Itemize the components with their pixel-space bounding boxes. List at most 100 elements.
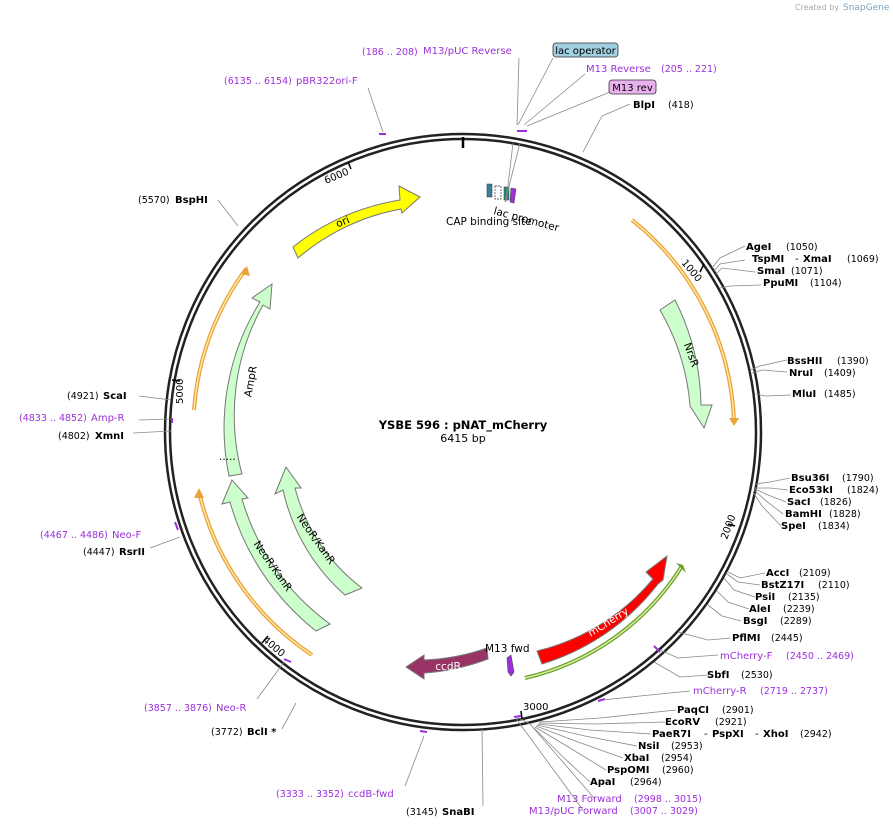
enzyme-pos: (1826) — [820, 497, 852, 508]
brand-snapgene: SnapGene — [843, 3, 890, 13]
enzyme-pos: (1409) — [824, 368, 856, 379]
enzyme-name: MluI — [792, 389, 816, 400]
primer-pos: (2450 .. 2469) — [786, 651, 854, 662]
enzyme-name: PsiI — [755, 592, 775, 603]
enzyme-name: XmaI — [803, 254, 832, 265]
primer-name: mCherry-F — [720, 651, 773, 662]
m13-reverse-pos: (205 .. 221) — [661, 64, 717, 75]
enzyme-name: EcoRV — [665, 717, 700, 728]
enzyme-pos: (2953) — [671, 741, 703, 752]
feature-ori[interactable]: ori — [292, 185, 421, 259]
amp-r-name: Amp-R — [91, 413, 125, 424]
enzyme-name: BssHII — [787, 356, 822, 367]
feature-nrsr[interactable]: NrsR — [659, 299, 713, 430]
feature-ampr-dots: ..... — [219, 451, 236, 463]
primer-pos: (3007 .. 3029) — [630, 806, 698, 817]
scai-name: ScaI — [103, 391, 127, 402]
enzyme-pos: (2109) — [799, 568, 831, 579]
enzyme-name: AleI — [749, 604, 771, 615]
snabi-name: SnaBI — [442, 807, 474, 818]
bsphi-name: BspHI — [175, 195, 208, 206]
enzyme-pos: (1390) — [837, 356, 869, 367]
primer-name: M13 Forward — [557, 794, 622, 805]
feature-ori-label: ori — [334, 214, 351, 230]
enzyme-pos: (1069) — [847, 254, 879, 265]
enzyme-name: SbfI — [707, 670, 729, 681]
enzyme-pos: (2942) — [800, 729, 832, 740]
enzyme-sep: - — [795, 254, 799, 265]
bcli-pos: (3772) — [211, 727, 243, 738]
enzyme-name: BlpI — [633, 100, 655, 111]
orf-arrowhead-left-high — [240, 266, 250, 276]
tick-label-5000: 5000 — [175, 379, 186, 404]
primer-pos: (2998 .. 3015) — [634, 794, 702, 805]
enzyme-name: TspMI — [752, 254, 784, 265]
enzyme-pos: (2921) — [715, 717, 747, 728]
enzyme-name: PpuMI — [763, 278, 798, 289]
m13-rev-tag[interactable]: M13 rev — [608, 79, 657, 95]
enzyme-pos: (418) — [668, 100, 694, 111]
neo-f-name: Neo-F — [112, 530, 142, 541]
tick-label-3000: 3000 — [523, 702, 548, 713]
enzyme-name: Eco53kI — [789, 485, 833, 496]
neo-r-name: Neo-R — [216, 703, 247, 714]
enzyme-name: PaeR7I — [652, 729, 691, 740]
m13-puc-reverse-name: M13/pUC Reverse — [423, 46, 512, 57]
m13-puc-reverse-pos: (186 .. 208) — [362, 47, 418, 58]
leader-lines — [132, 57, 792, 811]
xmni-pos: (4802) — [58, 431, 90, 442]
pbr322-pos: (6135 .. 6154) — [224, 76, 292, 87]
bsphi-pos: (5570) — [138, 195, 170, 206]
feature-neokanr-inner[interactable]: NeoR/KanR — [274, 465, 364, 596]
feature-ccdb[interactable]: ccdB — [405, 647, 489, 680]
neo-r-pos: (3857 .. 3876) — [144, 703, 212, 714]
scai-pos: (4921) — [67, 391, 99, 402]
tick-label-6000: 6000 — [323, 167, 351, 187]
enzyme-name: XbaI — [624, 753, 649, 764]
primer-pos: (2719 .. 2737) — [760, 686, 828, 697]
feature-m13-fwd-label: M13 fwd — [485, 643, 530, 655]
enzyme-sep: - — [755, 729, 759, 740]
pbr322-name: pBR322ori-F — [296, 76, 358, 87]
orf-arcs — [192, 218, 736, 680]
enzyme-pos: (2964) — [630, 777, 662, 788]
cap-binding-site-label: CAP binding site — [446, 216, 532, 228]
primer-name: M13/pUC Forward — [529, 806, 618, 817]
enzyme-name: PaqCI — [677, 705, 709, 716]
feature-ccdb-label: ccdB — [435, 661, 460, 673]
backbone-outer — [163, 132, 763, 732]
enzyme-pos: (2954) — [661, 753, 693, 764]
ccdb-fwd-pos: (3333 .. 3352) — [276, 789, 344, 800]
primer-marks — [171, 130, 661, 733]
primers-right: mCherry-F(2450 .. 2469) mCherry-R(2719 .… — [529, 651, 854, 817]
enzyme-pos: (1104) — [810, 278, 842, 289]
feature-ampr[interactable]: AmpR ..... — [219, 282, 273, 477]
rsrii-pos: (4447) — [83, 547, 115, 558]
amp-r-pos: (4833 .. 4852) — [19, 413, 87, 424]
enzyme-name: BstZ17I — [761, 580, 804, 591]
enzyme-pos: (1834) — [818, 521, 850, 532]
enzyme-pos: (1824) — [847, 485, 879, 496]
enzyme-pos: (1790) — [842, 473, 874, 484]
lac-operator-tag[interactable]: lac operator — [552, 42, 619, 58]
snabi-pos: (3145) — [406, 807, 438, 818]
enzyme-name: SacI — [787, 497, 811, 508]
feature-m13-fwd[interactable]: M13 fwd — [485, 643, 530, 677]
enzyme-pos: (1071) — [791, 266, 823, 277]
enzyme-name: XhoI — [763, 729, 788, 740]
enzyme-pos: (1050) — [786, 242, 818, 253]
enzyme-name: PspOMI — [607, 765, 649, 776]
xmni-name: XmnI — [95, 431, 124, 442]
orf-arrowhead-left-low — [194, 488, 204, 498]
enzyme-pos: (2530) — [741, 670, 773, 681]
enzyme-pos: (2289) — [780, 616, 812, 627]
feature-ampr-label: AmpR — [242, 365, 259, 398]
enzyme-name: NsiI — [638, 741, 659, 752]
enzyme-pos: (2901) — [722, 705, 754, 716]
plasmid-length: 6415 bp — [440, 432, 485, 445]
enzyme-pos: (2960) — [662, 765, 694, 776]
enzymes-right: BlpI(418) AgeI(1050) TspMI-XmaI(1069) Sm… — [590, 100, 879, 788]
enzyme-name: BamHI — [785, 509, 822, 520]
m13-rev-text: M13 rev — [612, 83, 653, 94]
